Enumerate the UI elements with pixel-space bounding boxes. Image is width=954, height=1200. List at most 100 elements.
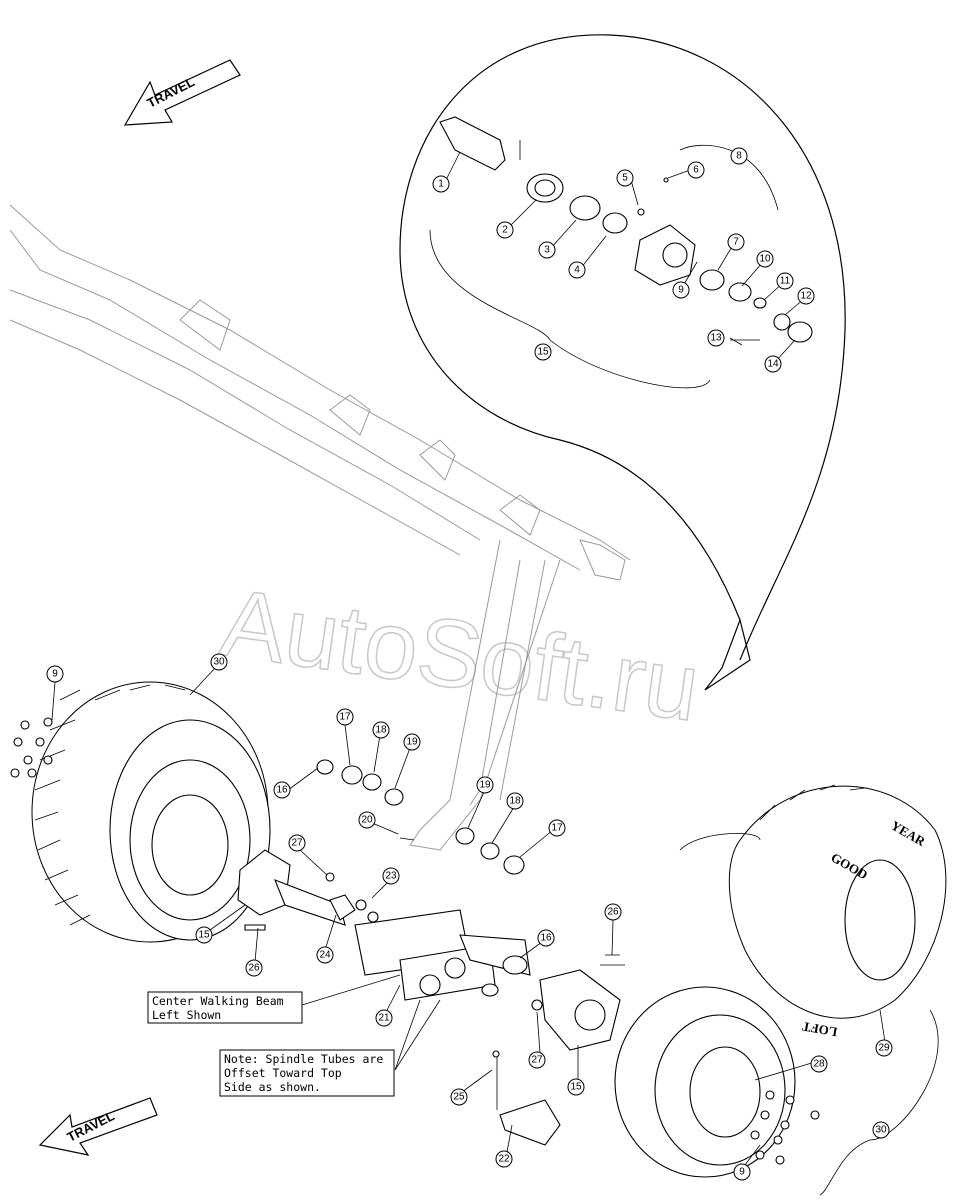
svg-text:4: 4 [574, 265, 580, 276]
callout-25: 25 [450, 1088, 468, 1106]
callout-15-left: 15 [195, 926, 213, 944]
left-wheel [10, 681, 271, 943]
callout-30-right: 30 [872, 1121, 890, 1139]
svg-text:9: 9 [739, 1167, 745, 1178]
callout-9-detail: 9 [672, 281, 690, 299]
callout-30-left: 30 [210, 653, 228, 671]
svg-text:8: 8 [736, 151, 742, 162]
svg-text:24: 24 [319, 950, 331, 961]
callout-17-right: 17 [548, 819, 566, 837]
walking-beam [354, 909, 531, 1001]
svg-text:30: 30 [875, 1125, 887, 1136]
frame-beam [9, 204, 631, 851]
svg-text:5: 5 [622, 173, 628, 184]
svg-text:10: 10 [759, 254, 771, 265]
svg-text:9: 9 [678, 285, 684, 296]
callout-7: 7 [727, 233, 745, 251]
svg-text:18: 18 [375, 725, 387, 736]
callout-18-right: 18 [506, 792, 524, 810]
svg-text:15: 15 [537, 347, 549, 358]
callout-13: 13 [707, 329, 725, 347]
callout-16-left: 16 [273, 781, 291, 799]
svg-text:12: 12 [800, 291, 812, 302]
spindle-note: Note: Spindle Tubes are Offset Toward To… [219, 1049, 395, 1097]
svg-text:19: 19 [406, 737, 418, 748]
callout-12: 12 [797, 287, 815, 305]
callout-27-left: 27 [288, 834, 306, 852]
callout-14: 14 [764, 355, 782, 373]
svg-text:27: 27 [531, 1055, 543, 1066]
callout-22: 22 [495, 1150, 513, 1168]
svg-text:15: 15 [570, 1082, 582, 1093]
svg-text:29: 29 [878, 1043, 890, 1054]
callout-16-right: 16 [537, 929, 555, 947]
svg-text:7: 7 [733, 237, 739, 248]
svg-text:26: 26 [607, 907, 619, 918]
right-rim [614, 986, 820, 1178]
svg-text:14: 14 [767, 359, 779, 370]
callout-1: 1 [432, 175, 450, 193]
svg-text:16: 16 [276, 785, 288, 796]
svg-text:28: 28 [813, 1059, 825, 1070]
callout-15-right: 15 [567, 1078, 585, 1096]
right-lug-nuts [750, 1090, 820, 1165]
callout-9-left: 9 [46, 665, 64, 683]
callout-15-detail: 15 [534, 343, 552, 361]
svg-text:11: 11 [780, 276, 791, 287]
callout-5: 5 [616, 169, 634, 187]
callout-10: 10 [756, 250, 774, 268]
leader-lines [51, 151, 886, 1166]
right-hub [492, 954, 625, 1146]
callout-3: 3 [538, 241, 556, 259]
center-beam-line-1: Center Walking Beam [152, 994, 284, 1008]
callout-19-left: 19 [403, 733, 421, 751]
svg-text:27: 27 [291, 838, 303, 849]
svg-text:13: 13 [710, 333, 722, 344]
callout-23: 23 [382, 867, 400, 885]
svg-text:16: 16 [540, 933, 552, 944]
svg-text:1: 1 [438, 179, 444, 190]
center-bearings [316, 759, 525, 875]
left-lug-nuts [10, 717, 53, 778]
callout-4: 4 [568, 261, 586, 279]
travel-label-top: TRAVEL [145, 74, 197, 111]
svg-text:26: 26 [248, 963, 260, 974]
left-hub [237, 849, 379, 931]
callout-21: 21 [375, 1009, 393, 1027]
svg-text:6: 6 [693, 165, 699, 176]
center-beam-line-2: Left Shown [152, 1008, 221, 1022]
svg-text:30: 30 [213, 657, 225, 668]
svg-text:18: 18 [509, 796, 521, 807]
svg-text:21: 21 [378, 1013, 390, 1024]
callout-18-left: 18 [372, 721, 390, 739]
callout-20: 20 [358, 811, 376, 829]
spindle-note-line-3: Side as shown. [224, 1080, 321, 1094]
svg-text:17: 17 [551, 823, 563, 834]
callout-11: 11 [776, 272, 794, 290]
callout-27-right: 27 [528, 1051, 546, 1069]
callouts: 1 2 3 4 5 6 7 8 9 10 11 12 13 14 15 9 30… [46, 147, 893, 1181]
callout-9-right: 9 [733, 1163, 751, 1181]
svg-text:20: 20 [361, 815, 373, 826]
spindle-detail [439, 116, 813, 343]
svg-text:3: 3 [544, 245, 550, 256]
callout-26-right: 26 [604, 903, 622, 921]
svg-text:15: 15 [198, 930, 210, 941]
callout-19-right: 19 [476, 776, 494, 794]
travel-arrow-bottom: TRAVEL [38, 1097, 158, 1156]
callout-29: 29 [875, 1039, 893, 1057]
callout-28: 28 [810, 1055, 828, 1073]
watermark: AutoSoft.ru [215, 569, 705, 742]
callout-26-left: 26 [245, 959, 263, 977]
svg-text:19: 19 [479, 780, 491, 791]
spindle-note-line-2: Offset Toward Top [224, 1066, 342, 1080]
svg-text:22: 22 [498, 1154, 510, 1165]
detail-bubble [399, 34, 846, 691]
tire-brand-loft: LOFT [801, 1019, 839, 1040]
callout-2: 2 [496, 221, 514, 239]
spindle-note-line-1: Note: Spindle Tubes are [224, 1052, 383, 1066]
svg-text:2: 2 [502, 225, 508, 236]
callout-6: 6 [687, 161, 705, 179]
right-tire: GOOD YEAR LOFT [679, 784, 947, 1196]
